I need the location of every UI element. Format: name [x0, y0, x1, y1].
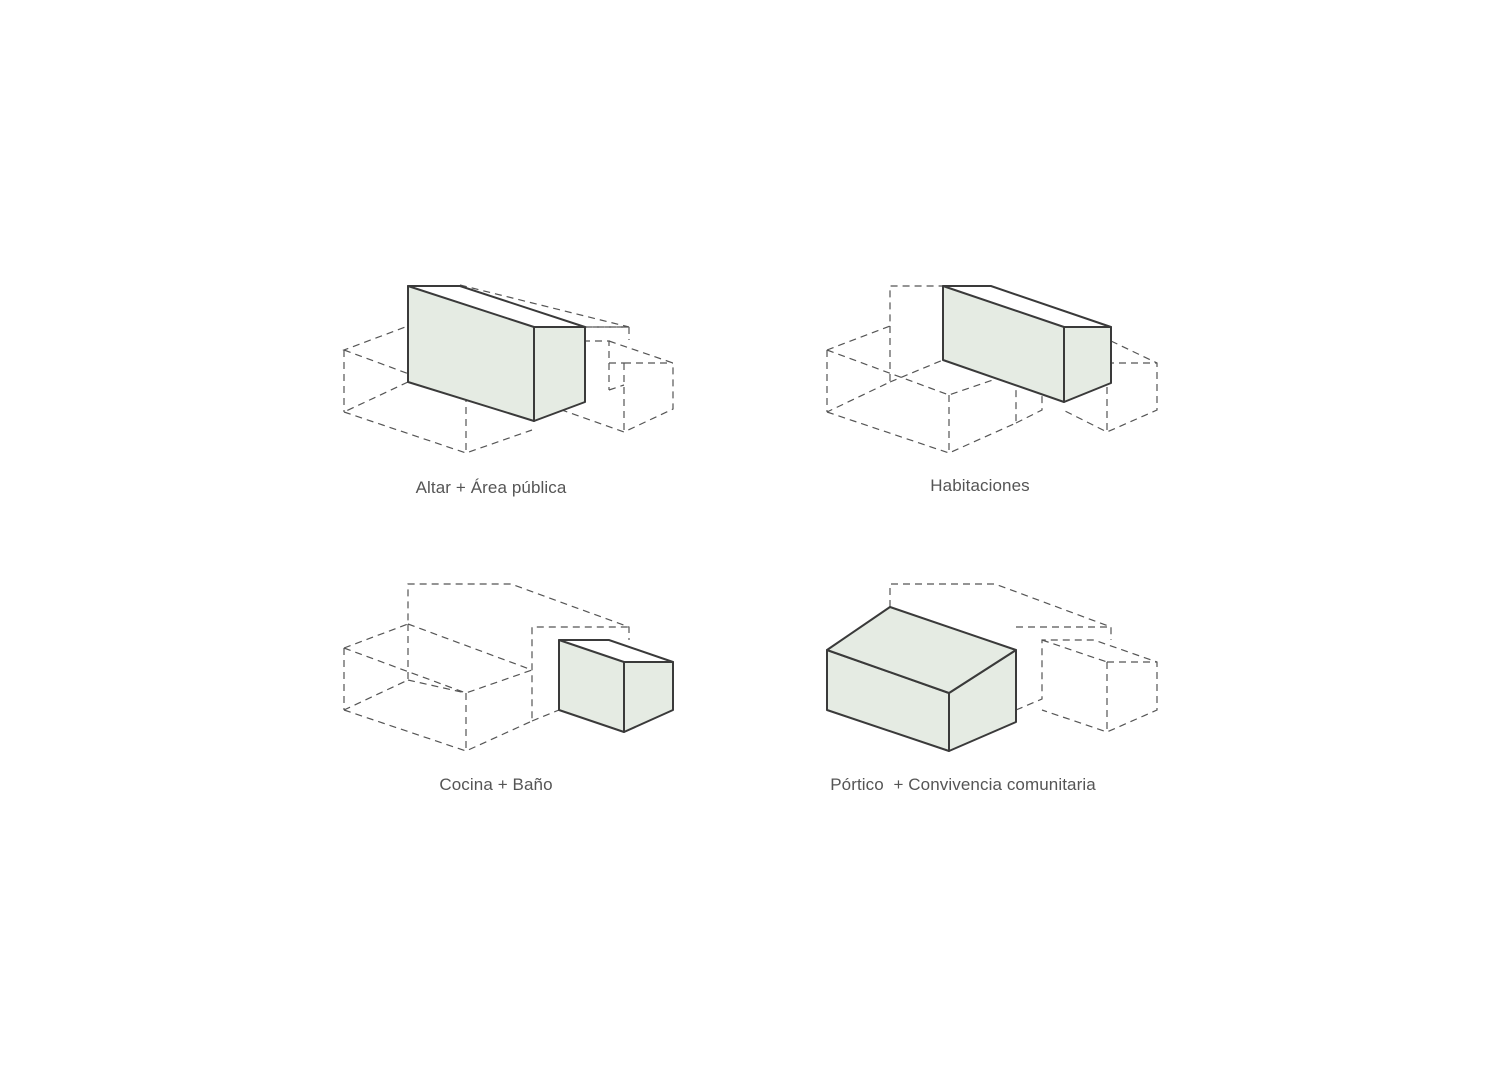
dashed-context-volumes	[343, 583, 630, 752]
caption-kitchen-bath: Cocina + Baño	[439, 775, 553, 794]
solid-volume-rooms	[942, 285, 1112, 403]
caption-altar-public-area: Altar + Área pública	[415, 478, 567, 497]
panel-altar-public-area	[342, 284, 674, 454]
solid-volume-portico-community	[826, 606, 1017, 752]
panel-portico-community	[826, 583, 1158, 752]
caption-portico-community: Pórtico + Convivencia comunitaria	[830, 775, 1096, 794]
panel-rooms	[826, 285, 1158, 454]
dashed-context-volumes	[889, 583, 1158, 733]
solid-volume-kitchen-bath	[558, 639, 674, 733]
solid-volume-altar-public-area	[407, 285, 586, 422]
panel-kitchen-bath	[343, 583, 674, 752]
caption-rooms: Habitaciones	[930, 476, 1030, 495]
